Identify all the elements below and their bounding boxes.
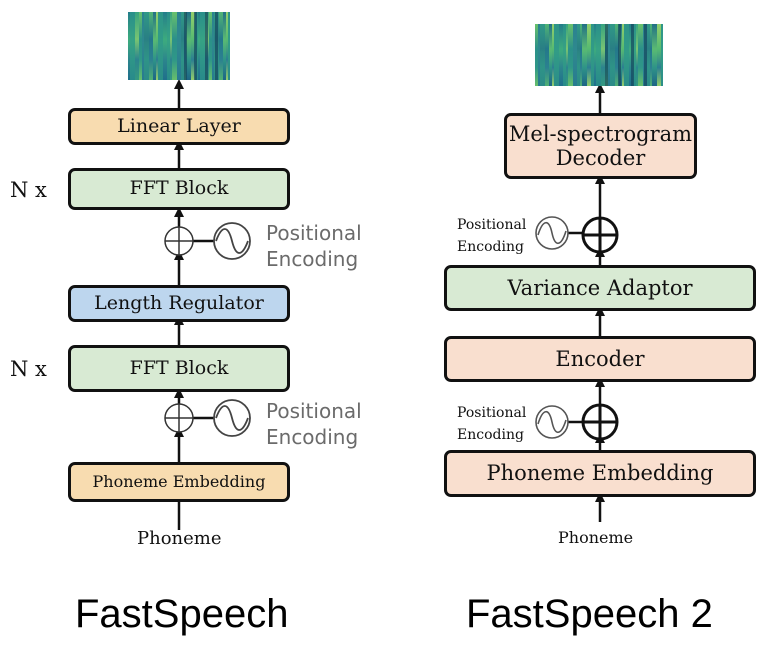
pos-enc-line-1: Positional bbox=[266, 221, 362, 245]
add-icon bbox=[581, 403, 619, 441]
add-icon bbox=[164, 403, 194, 433]
sine-wave-icon bbox=[535, 216, 569, 250]
linear-layer-block: Linear Layer bbox=[68, 108, 290, 145]
mel-spectrogram-output-left bbox=[128, 12, 230, 80]
positional-encoding-label: Positional Encoding bbox=[457, 214, 526, 258]
n-times-label: N x bbox=[10, 178, 47, 202]
phoneme-input-label: Phoneme bbox=[558, 528, 634, 547]
phoneme-embedding-block: Phoneme Embedding bbox=[68, 462, 290, 502]
variance-adaptor-block: Variance Adaptor bbox=[444, 265, 756, 311]
pos-enc-line-2: Encoding bbox=[266, 247, 359, 271]
add-icon bbox=[581, 216, 619, 254]
pos-enc-line-1: Positional bbox=[266, 399, 362, 423]
mel-spectrogram-decoder-block: Mel-spectrogram Decoder bbox=[504, 113, 697, 179]
decoder-line-2: Decoder bbox=[555, 146, 646, 170]
pos-enc-line-1: Positional bbox=[457, 217, 527, 233]
encoder-block: Encoder bbox=[444, 336, 756, 382]
positional-encoding-label: Positional Encoding bbox=[266, 220, 362, 272]
fft-block-bottom: FFT Block bbox=[68, 345, 290, 392]
sine-wave-icon bbox=[535, 405, 569, 439]
sine-wave-icon bbox=[213, 222, 251, 260]
decoder-line-1: Mel-spectrogram bbox=[508, 121, 693, 146]
positional-encoding-label: Positional Encoding bbox=[266, 398, 362, 450]
length-regulator-block: Length Regulator bbox=[68, 285, 290, 322]
pos-enc-line-1: Positional bbox=[457, 405, 527, 421]
pos-enc-line-2: Encoding bbox=[266, 425, 359, 449]
sine-wave-icon bbox=[213, 399, 251, 437]
fastspeech2-caption: FastSpeech 2 bbox=[466, 592, 713, 636]
fft-block-top: FFT Block bbox=[68, 168, 290, 210]
pos-enc-line-2: Encoding bbox=[457, 239, 524, 255]
phoneme-input-label: Phoneme bbox=[137, 528, 222, 549]
mel-spectrogram-output-right bbox=[535, 24, 663, 86]
phoneme-embedding-block: Phoneme Embedding bbox=[444, 450, 756, 497]
add-icon bbox=[164, 226, 194, 256]
positional-encoding-label: Positional Encoding bbox=[457, 402, 526, 446]
pos-enc-line-2: Encoding bbox=[457, 427, 524, 443]
n-times-label: N x bbox=[10, 357, 47, 381]
fastspeech-caption: FastSpeech bbox=[75, 592, 289, 636]
